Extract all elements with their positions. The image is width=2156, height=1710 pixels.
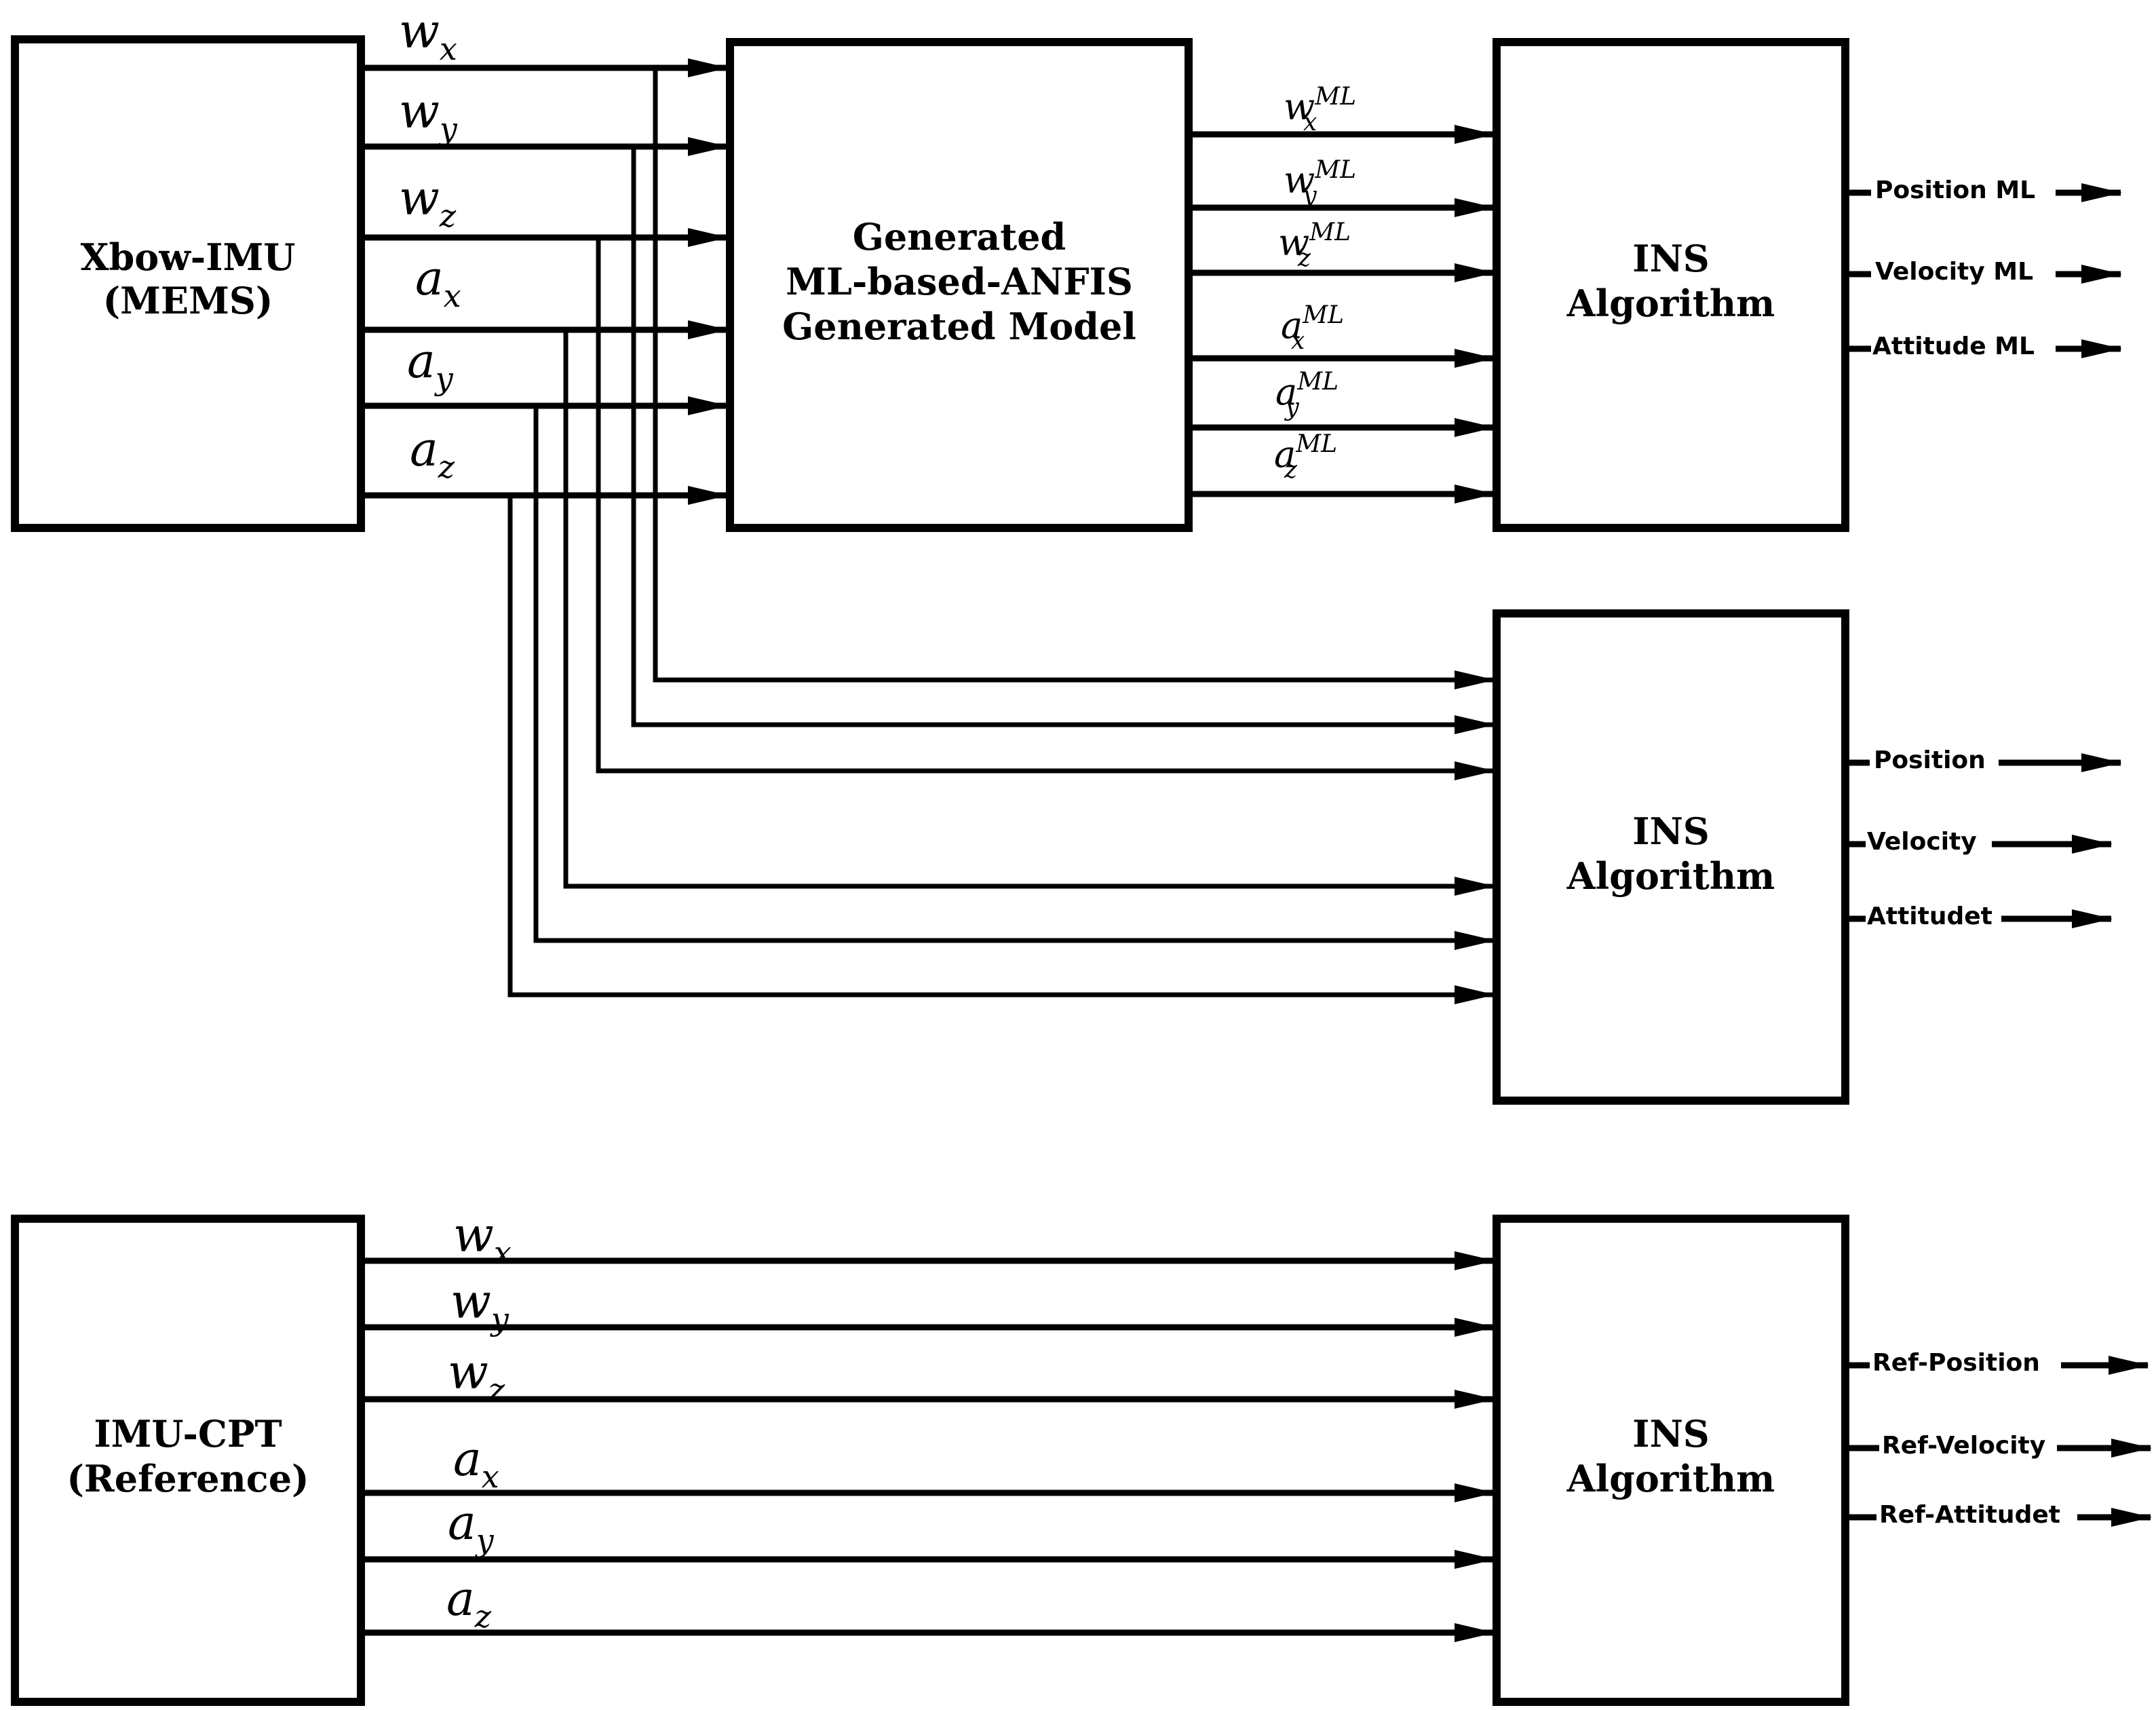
xbow-imu-label-1: Xbow-IMU (81, 235, 296, 279)
cpt-label-az: az (446, 1571, 492, 1635)
ins-ref-block: INS Algorithm (1493, 1215, 1849, 1706)
xbow-label-ay: ay (407, 333, 454, 397)
cpt-label-wx: wx (453, 1207, 512, 1271)
out-label-velocity: Velocity (1867, 828, 1977, 856)
ins-raw-outputs: Position Velocity Attitudet (1845, 744, 2122, 930)
out-label-position: Position (1874, 746, 1986, 774)
xbow-label-wy: wy (399, 83, 458, 147)
cpt-label-ax: ax (453, 1431, 499, 1495)
branch-wy (631, 147, 1495, 734)
out-label-ref-attitude: Ref-Attitudet (1879, 1501, 2060, 1529)
xbow-to-anfis-arrows (361, 58, 729, 505)
ins-ml-label-1: INS (1632, 237, 1710, 280)
imu-cpt-label-1: IMU-CPT (94, 1412, 282, 1456)
ins-raw-label-1: INS (1632, 810, 1710, 853)
ins-ml-outputs: Position ML Velocity ML Attitude ML (1845, 174, 2122, 360)
xbow-signal-labels: wx wy wz ax ay az (399, 3, 461, 485)
imu-cpt-block: IMU-CPT (Reference) (11, 1215, 365, 1706)
ins-ref-label-1: INS (1632, 1412, 1710, 1456)
branch-wx (653, 68, 1495, 689)
out-label-velocity-ml: Velocity ML (1875, 258, 2033, 286)
out-label-ref-velocity: Ref-Velocity (1882, 1432, 2045, 1460)
out-label-ref-position: Ref-Position (1872, 1349, 2040, 1377)
imu-cpt-label-2: (Reference) (66, 1457, 309, 1500)
cpt-signal-labels: wx wy wz ax ay az (446, 1207, 512, 1635)
out-label-attitude-ml: Attitude ML (1872, 332, 2035, 360)
xbow-imu-block: Xbow-IMU (MEMS) (11, 35, 365, 532)
xbow-label-az: az (410, 421, 455, 485)
cpt-label-wz: wz (448, 1344, 505, 1408)
anfis-to-ins-ml-arrows (1189, 125, 1495, 504)
branch-wz (596, 238, 1495, 780)
cpt-to-ins-ref-arrows (361, 1251, 1495, 1642)
anfis-label-1: Generated (853, 215, 1066, 259)
ins-ref-label-2: Algorithm (1566, 1457, 1775, 1500)
anfis-label-2: ML-based-ANFIS (786, 260, 1133, 303)
ins-ml-label-2: Algorithm (1566, 282, 1775, 325)
branch-ax (563, 330, 1495, 896)
xbow-label-wz: wz (399, 170, 457, 234)
branch-lines-to-ins-raw (507, 68, 1495, 1004)
out-label-position-ml: Position ML (1875, 176, 2035, 204)
ins-ml-block: INS Algorithm (1493, 38, 1849, 532)
xbow-label-ax: ax (415, 250, 461, 314)
ins-ref-outputs: Ref-Position Ref-Velocity Ref-Attitudet (1845, 1346, 2152, 1529)
out-label-attitude: Attitudet (1867, 902, 1993, 930)
ins-raw-block: INS Algorithm (1493, 609, 1849, 1105)
xbow-imu-label-2: (MEMS) (103, 279, 273, 322)
xbow-label-wx: wx (399, 3, 457, 67)
cpt-label-wy: wy (450, 1274, 509, 1337)
ins-raw-label-2: Algorithm (1566, 854, 1775, 898)
anfis-model-block: Generated ML-based-ANFIS Generated Model (726, 38, 1193, 532)
branch-az (507, 495, 1495, 1004)
anfis-label-3: Generated Model (782, 305, 1136, 348)
cpt-label-ay: ay (448, 1495, 495, 1559)
branch-ay (533, 406, 1495, 950)
